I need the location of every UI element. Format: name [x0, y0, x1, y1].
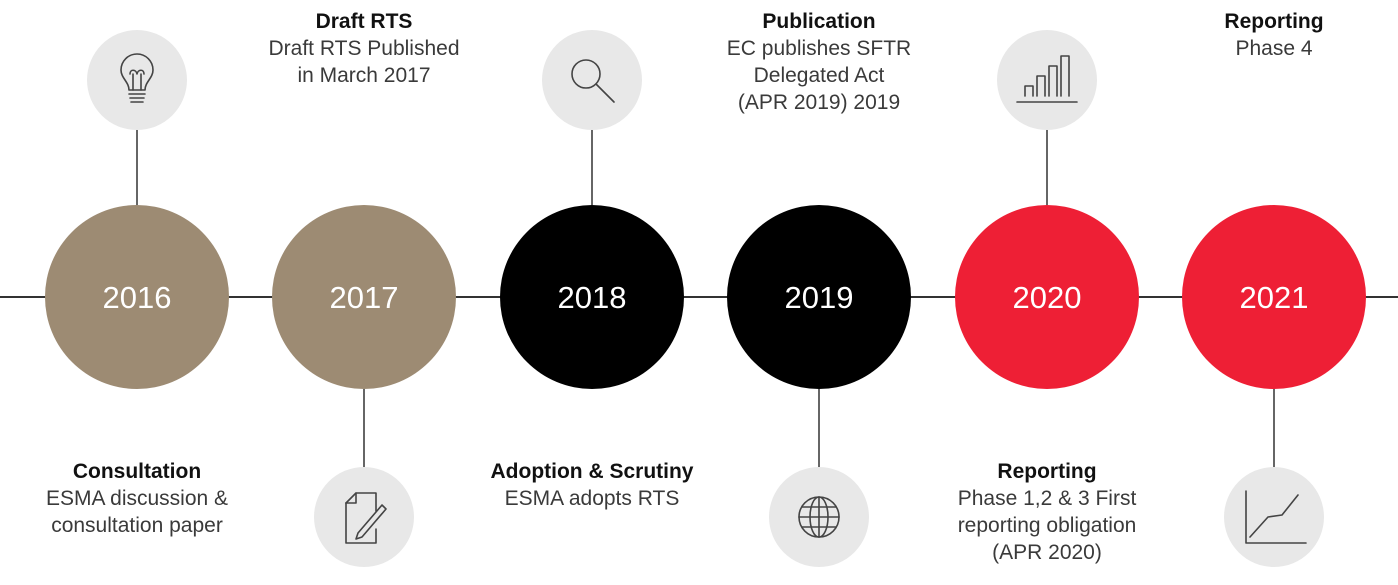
milestone-year: 2020: [1013, 280, 1082, 315]
milestone-description: Draft RTS Published in March 2017: [268, 37, 460, 87]
lightbulb-icon: [87, 30, 187, 130]
milestone-title: Adoption & Scrutiny: [490, 460, 694, 483]
milestone-text: Draft RTS Draft RTS Published in March 20…: [214, 8, 514, 89]
magnifier-icon: [542, 30, 642, 130]
milestone-title: Reporting: [997, 460, 1097, 483]
milestone-circle-2017: [272, 205, 456, 389]
milestone-year: 2019: [785, 280, 854, 315]
milestone-year: 2016: [103, 280, 172, 315]
milestone-title: Reporting: [1224, 10, 1324, 33]
milestone-year: 2017: [330, 280, 399, 315]
milestone-description: ESMA discussion & consultation paper: [45, 487, 229, 537]
milestone-title: Consultation: [72, 460, 202, 483]
milestone-circle-2016: [45, 205, 229, 389]
milestone-circle-2020: [955, 205, 1139, 389]
milestone-description: EC publishes SFTR Delegated Act (APR 201…: [726, 37, 912, 114]
milestone-description: Phase 4: [1235, 37, 1313, 60]
line-chart-icon: [1224, 467, 1324, 567]
milestone-circle-2018: [500, 205, 684, 389]
milestone-circle-2021: [1182, 205, 1366, 389]
document-pen-icon: [314, 467, 414, 567]
milestone-text: Publication EC publishes SFTR Delegated A…: [669, 8, 969, 116]
globe-icon: [769, 467, 869, 567]
milestone-year: 2018: [558, 280, 627, 315]
milestone-description: Phase 1,2 & 3 First reporting obligation…: [957, 487, 1137, 564]
milestone-circle-2019: [727, 205, 911, 389]
milestone-year: 2021: [1240, 280, 1309, 315]
milestone-description: ESMA adopts RTS: [504, 487, 680, 510]
bar-chart-icon: [997, 30, 1097, 130]
milestone-title: Publication: [762, 10, 876, 33]
milestone-title: Draft RTS: [315, 10, 413, 33]
